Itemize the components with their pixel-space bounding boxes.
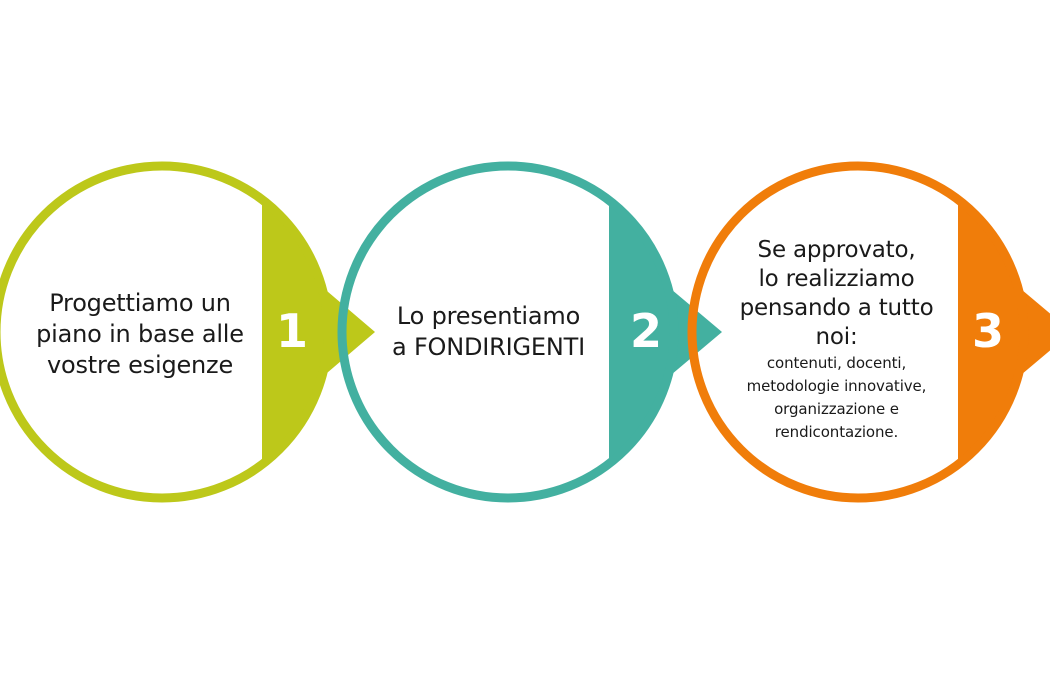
step-3-detail-3: organizzazione e bbox=[774, 400, 899, 418]
step-1-ring bbox=[0, 161, 333, 503]
step-3-detail-1: contenuti, docenti, bbox=[766, 354, 907, 372]
step-2-ring bbox=[337, 161, 679, 503]
step-3-detail-4: rendicontazione. bbox=[774, 423, 899, 441]
step-3-line-1: Se approvato, bbox=[757, 237, 916, 263]
step-2-line-1: Lo presentiamo bbox=[396, 302, 581, 330]
step-3-line-4: noi: bbox=[815, 324, 858, 350]
step-1-text: Progettiamo un piano in base alle vostre… bbox=[18, 276, 262, 392]
step-3-line-2: lo realizziamo bbox=[758, 266, 915, 292]
step-3-ring bbox=[687, 161, 1029, 503]
step-1-number: 1 bbox=[275, 304, 308, 358]
step-2-number: 2 bbox=[629, 304, 662, 358]
step-3-number: 3 bbox=[971, 304, 1004, 358]
step-3-text: Se approvato, lo realizziamo pensando a … bbox=[715, 214, 958, 466]
step-2-line-2: a FONDIRIGENTI bbox=[392, 333, 585, 361]
step-1-line-3: vostre esigenze bbox=[46, 350, 234, 379]
step-1-line-1: Progettiamo un bbox=[49, 288, 231, 317]
step-2-text: Lo presentiamo a FONDIRIGENTI bbox=[368, 294, 609, 370]
step-3-line-3: pensando a tutto bbox=[739, 295, 934, 321]
step-1-line-2: piano in base alle bbox=[36, 319, 244, 348]
step-3-detail-2: metodologie innovative, bbox=[746, 377, 927, 395]
